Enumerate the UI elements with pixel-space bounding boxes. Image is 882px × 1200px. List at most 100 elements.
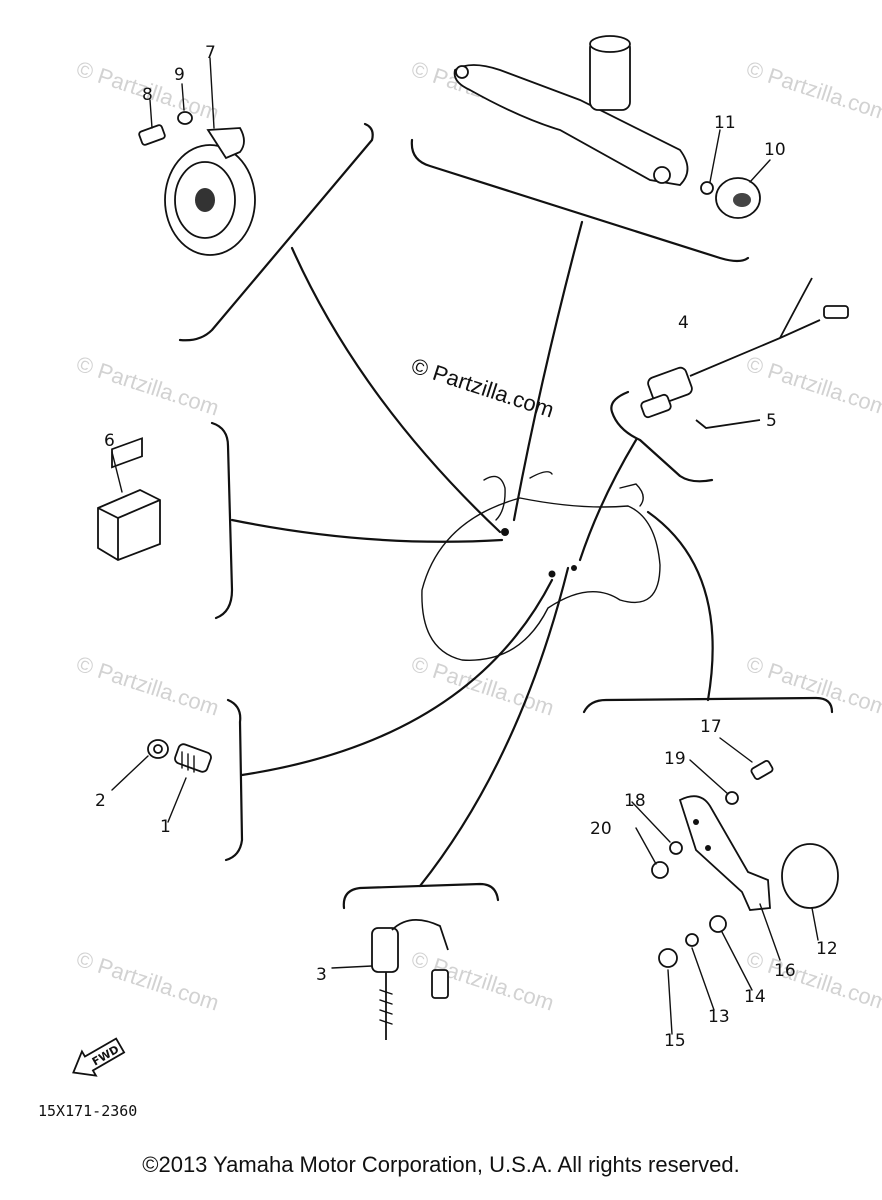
handle-stem-top [589,35,631,53]
watermark: © Partzilla.com [743,56,882,126]
cap-10-center [733,193,751,207]
callout-17: 17 [700,717,722,737]
tick [209,57,215,129]
reflector-assembly [651,760,839,968]
thread [181,751,195,773]
tick [111,451,123,493]
tick [749,159,771,183]
leader-line [512,220,584,522]
washer-14 [709,915,727,933]
leader-line [240,578,554,777]
callout-6: 6 [104,431,115,451]
screw-5 [695,419,761,429]
nut-11 [700,181,714,195]
watermark: © Partzilla.com [743,351,882,421]
tick [667,969,673,1035]
callout-10: 10 [764,140,786,160]
callout-8: 8 [142,85,153,105]
bracket-switch [610,390,714,483]
tick [719,737,753,763]
leader-line [230,518,504,543]
callout-13: 13 [708,1007,730,1027]
tick [635,827,657,865]
callout-11: 11 [714,113,736,133]
tick [331,965,373,969]
callout-2: 2 [95,791,106,811]
washer-19 [725,791,739,805]
leader-line [418,566,570,888]
frame-tab [619,483,644,507]
sidestand-switch-part [371,919,449,1040]
nut-15 [658,948,678,968]
callout-15: 15 [664,1031,686,1051]
horn-bracket [206,127,245,160]
tick [689,759,729,795]
callout-19: 19 [664,749,686,769]
spring-coils [379,989,393,1025]
leader-line [578,438,638,562]
frame-outline [421,471,661,661]
tick [709,129,721,183]
callout-ticks [111,57,819,1035]
handle-crown-part [453,35,761,219]
group-brackets [178,122,834,910]
crown-hole [653,166,671,184]
watermark: © Partzilla.com [73,351,222,421]
bracket-handlebar-crown [410,138,750,263]
tick [181,83,185,111]
callout-4: 4 [678,313,689,333]
callout-7: 7 [205,43,216,63]
watermark: © Partzilla.com [73,946,222,1016]
watermark: © Partzilla.com [408,946,557,1016]
handle-crown [453,64,689,186]
nut-20 [651,861,669,879]
gasket-2-hole [153,744,163,754]
horn-ring [174,161,236,239]
tick [811,907,819,941]
mount-point [548,570,556,578]
callout-3: 3 [316,965,327,985]
bolt-8 [138,124,166,146]
bolt-17 [750,760,774,780]
neutral-switch-part [147,739,212,773]
wire-connector [823,305,849,319]
bracket-hole [705,845,711,851]
fwd-arrow-icon [72,1037,126,1077]
switch-3-body [371,927,399,973]
tick [111,755,149,791]
washer-18 [669,841,683,855]
bracket-reflector [582,696,834,714]
callout-14: 14 [744,987,766,1007]
leader-line [290,246,502,534]
tick [167,777,187,823]
callout-12: 12 [816,939,838,959]
crown-hole [455,65,469,79]
callout-20: 20 [590,819,612,839]
relay-box [97,489,161,561]
tick [631,801,671,843]
bracket-hole [693,819,699,825]
switch-body [647,366,693,406]
callout-1: 1 [160,817,171,837]
mount-point [501,528,509,536]
neutral-switch-1 [174,743,212,773]
relay-top [111,437,143,469]
bracket-16 [678,795,771,911]
switch-tip [640,393,672,419]
watermark: © Partzilla.com [73,651,222,721]
switch-3-connector [431,969,449,999]
fwd-arrow: FWD [72,1037,126,1077]
callout-labels: 1 2 3 4 5 6 7 8 9 10 11 12 13 14 15 16 1… [95,43,838,1051]
relay-edge [97,499,161,560]
tick [149,99,153,129]
switch-3-wire [391,919,449,951]
bracket-horn [178,122,374,342]
frame-tab [529,471,553,479]
bracket-relay [210,421,234,620]
diagram-code: 15X171-2360 [38,1102,137,1120]
washer-13 [685,933,699,947]
switch-part [640,277,849,429]
tick [691,947,715,1011]
horn-center [195,188,215,212]
